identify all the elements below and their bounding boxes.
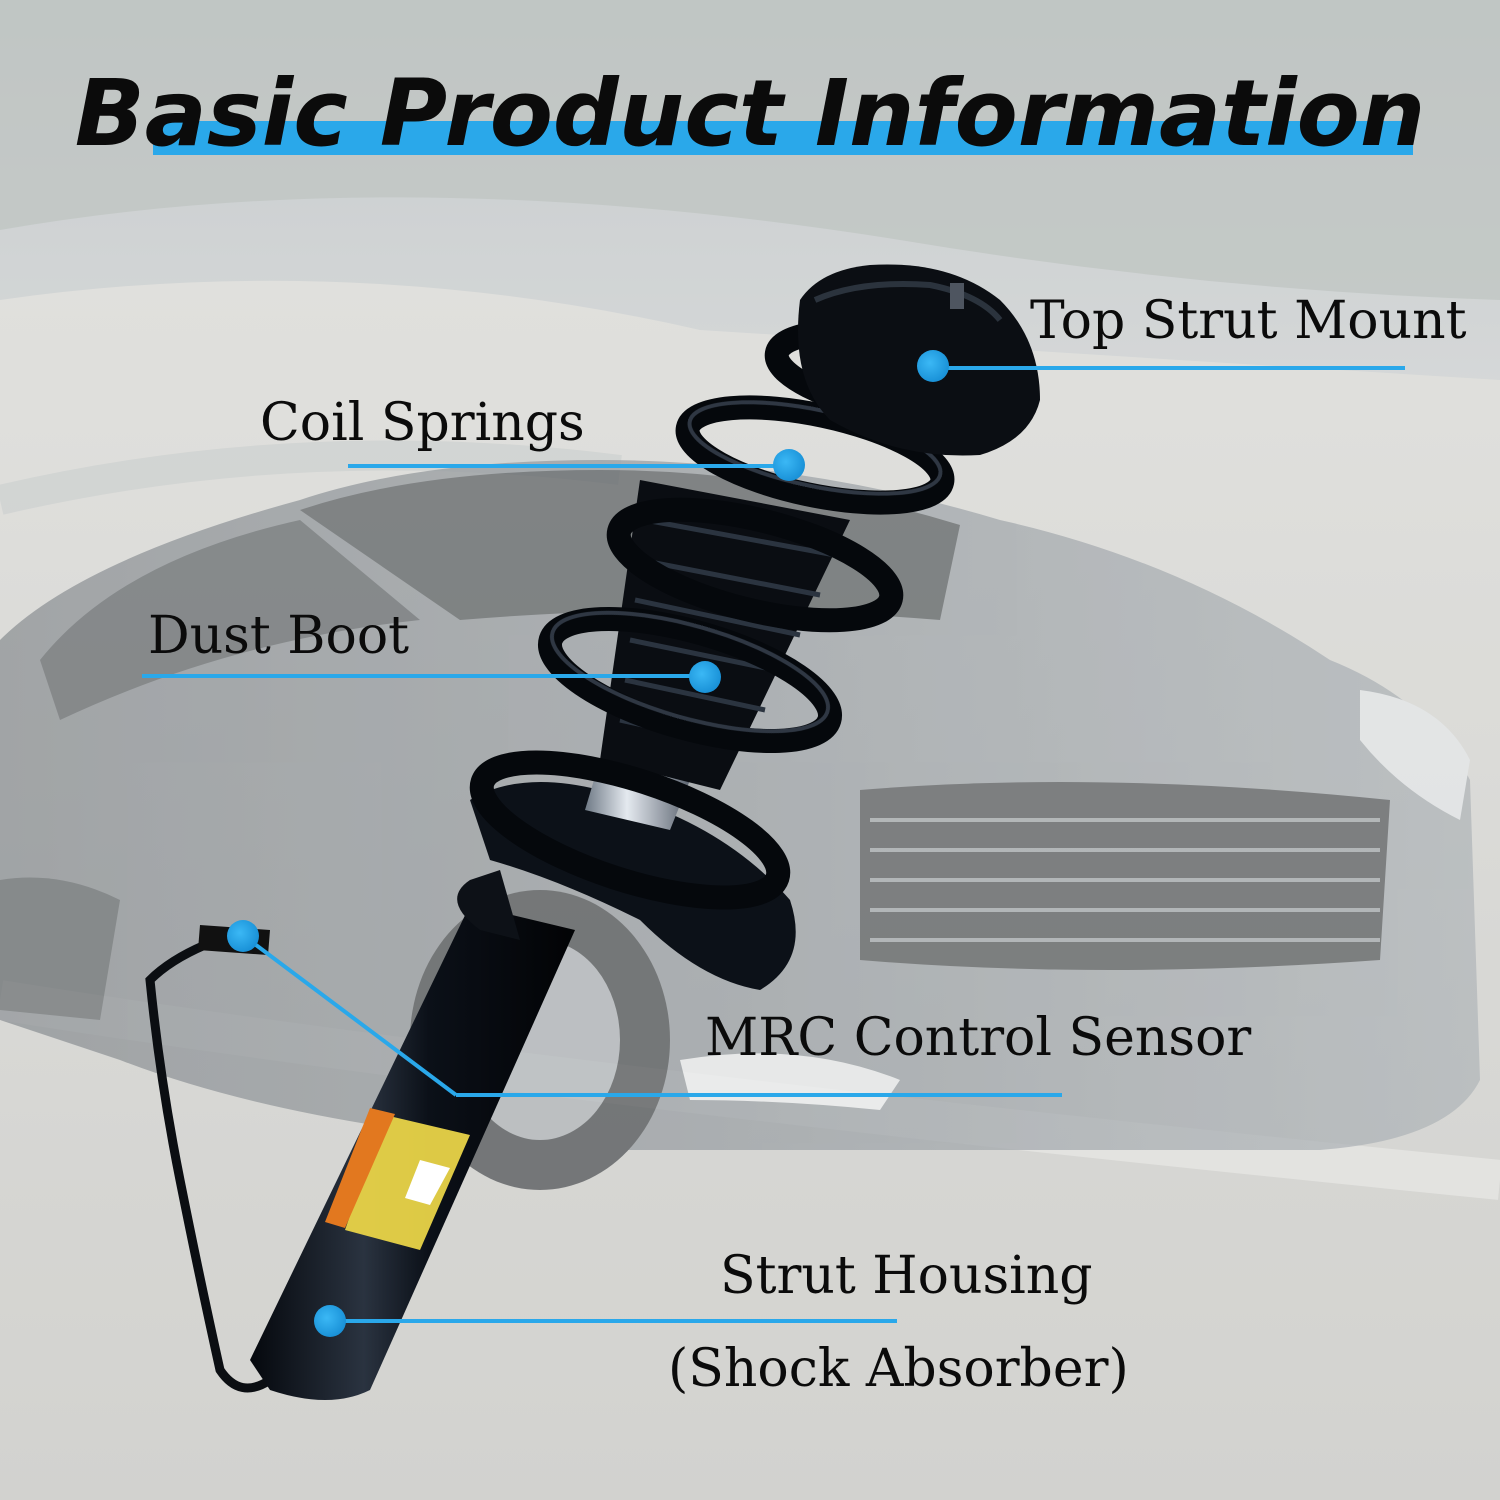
top-mount-dot	[917, 350, 949, 382]
page-title: Basic Product Information	[74, 60, 1426, 167]
coil-springs-dot	[773, 449, 805, 481]
strut-assembly	[145, 264, 1040, 1400]
callouts	[142, 350, 1405, 1337]
label-dust-boot: Dust Boot	[148, 606, 410, 666]
title-block: Basic Product Information	[0, 0, 1500, 190]
sensor-cable	[145, 940, 273, 1393]
label-mrc-control-sensor: MRC Control Sensor	[705, 1008, 1252, 1068]
title-underline	[153, 121, 1413, 155]
sensor-leader-a	[242, 934, 458, 1097]
housing-dot	[314, 1305, 346, 1337]
dust-boot-dot	[689, 661, 721, 693]
label-shock-absorber: (Shock Absorber)	[668, 1339, 1129, 1399]
label-strut-housing: Strut Housing	[720, 1246, 1093, 1306]
label-top-strut-mount: Top Strut Mount	[1030, 291, 1467, 351]
sensor-dot	[227, 920, 259, 952]
label-coil-springs: Coil Springs	[260, 393, 585, 453]
